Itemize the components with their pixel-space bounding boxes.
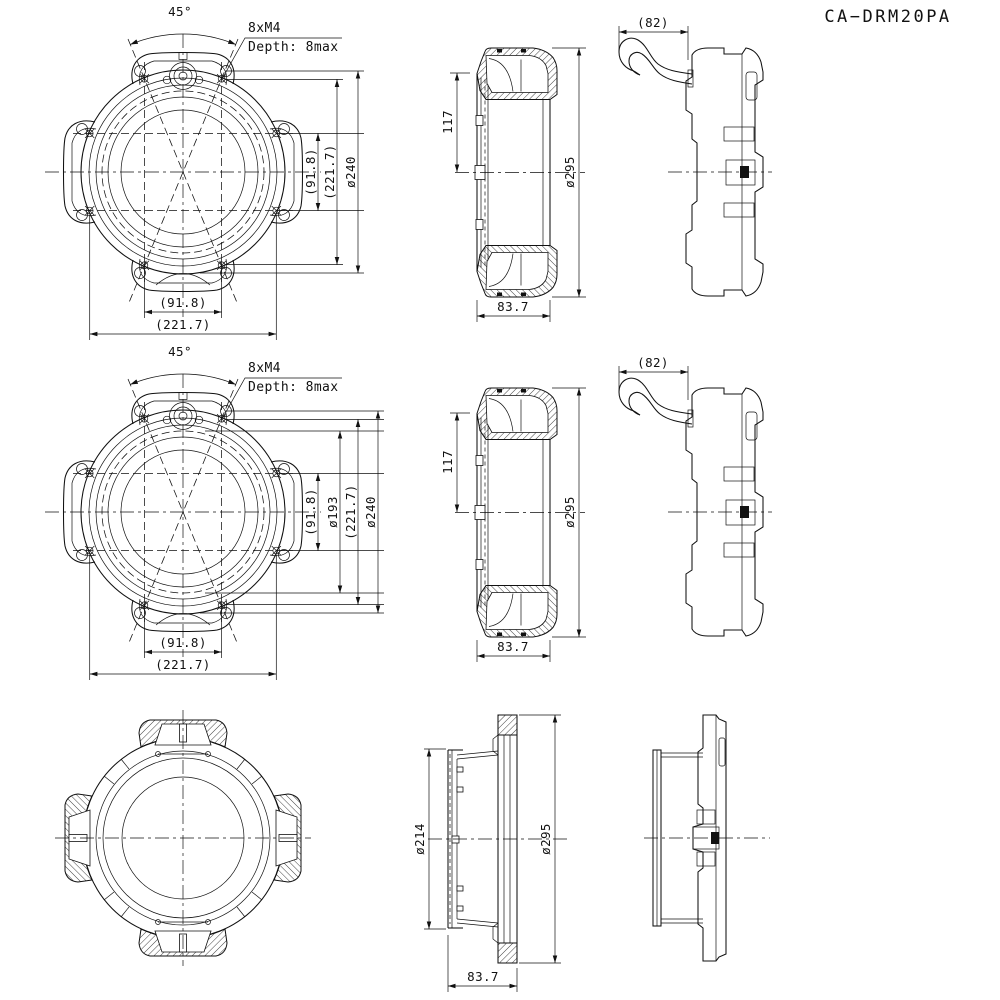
note-depth-8max: Depth: 8max: [248, 380, 339, 395]
side-view-row3: [644, 714, 770, 962]
dim-221-7-horizontal: (221.7): [155, 657, 210, 672]
dim-dia-214: ø214: [412, 823, 427, 855]
dim-91-8-vertical: (91.8): [303, 148, 318, 196]
section-view-row2-dimensions: 117 ø295 83.7: [440, 387, 586, 662]
dim-83-7: 83.7: [467, 969, 499, 984]
dim-117: 117: [440, 110, 455, 134]
note-depth-8max: Depth: 8max: [248, 40, 339, 55]
dim-117: 117: [440, 450, 455, 474]
dim-83-7: 83.7: [497, 299, 529, 314]
drawing-title: CA−DRM20PA: [824, 7, 951, 27]
dim-82-cable: (82): [637, 355, 669, 370]
dim-dia-295: ø295: [562, 156, 577, 188]
leader-line: [221, 37, 342, 80]
front-view-row1: [45, 34, 321, 317]
side-view-row1: [618, 37, 773, 297]
dim-221-7-vertical: (221.7): [322, 144, 337, 199]
side-view-row2-dimensions: (82): [618, 355, 689, 400]
leader-line: [221, 377, 342, 420]
dim-91-8-horizontal: (91.8): [159, 635, 207, 650]
dim-dia-240: ø240: [343, 156, 358, 188]
extension-lines: [89, 70, 364, 340]
section-view-row3-dimensions: ø214 ø295 83.7: [412, 714, 561, 992]
dim-82-cable: (82): [637, 15, 669, 30]
dim-221-7-horizontal: (221.7): [155, 317, 210, 332]
section-view-row1-dimensions: 117 ø295 83.7: [440, 47, 586, 322]
dim-83-7: 83.7: [497, 639, 529, 654]
dim-91-8-vertical: (91.8): [303, 488, 318, 536]
dim-dia-193: ø193: [325, 496, 340, 528]
side-view-row2: [618, 377, 773, 637]
extension-lines: [89, 410, 384, 680]
front-view-row2-dimensions: (91.8) ø193 (221.7) ø240 (91.8) (221.7) …: [89, 344, 384, 680]
dim-221-7-vertical: (221.7): [343, 484, 358, 539]
angle-dimension-arc: [130, 33, 236, 45]
note-8xm4: 8xM4: [248, 361, 281, 376]
note-8xm4: 8xM4: [248, 21, 281, 36]
side-view-row1-dimensions: (82): [618, 15, 689, 60]
dim-45-degrees: 45°: [168, 344, 192, 359]
back-ring-view-row3: [55, 710, 311, 966]
front-view-row1-dimensions: (91.8) (221.7) ø240 (91.8) (221.7) 45° 8…: [89, 4, 364, 340]
section-view-row3: [428, 714, 568, 964]
front-view-row2: [45, 374, 321, 657]
angle-dimension-arc: [130, 373, 236, 385]
dim-dia-295: ø295: [562, 496, 577, 528]
dim-dia-295: ø295: [538, 823, 553, 855]
dim-91-8-horizontal: (91.8): [159, 295, 207, 310]
dim-dia-240: ø240: [363, 496, 378, 528]
dim-45-degrees: 45°: [168, 4, 192, 19]
